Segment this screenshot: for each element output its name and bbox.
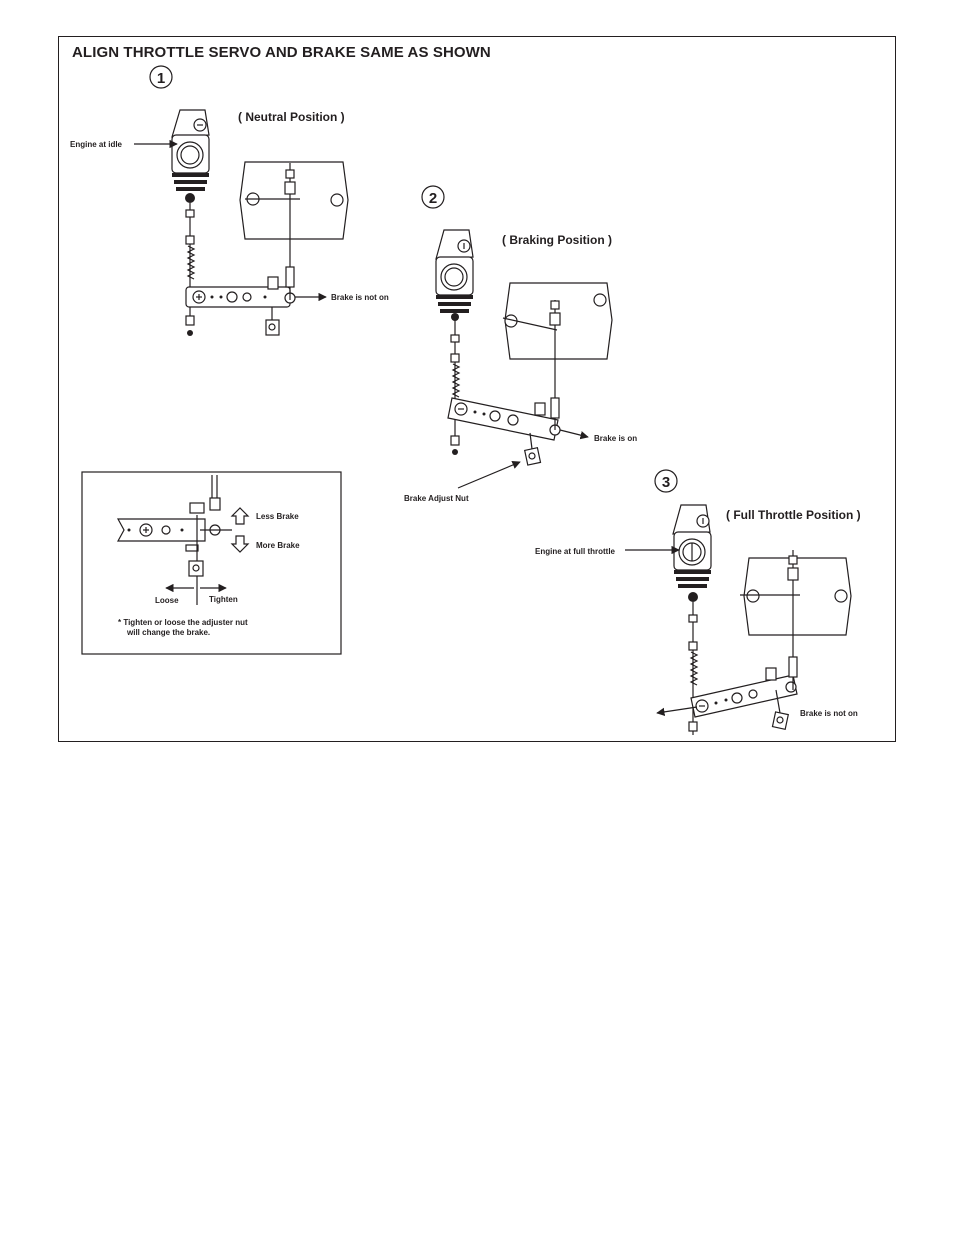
engine-idle-label: Engine at idle bbox=[70, 140, 123, 149]
brake-unit-1 bbox=[239, 161, 349, 300]
carburetor-3 bbox=[672, 504, 712, 602]
step-2-group: 2 ( Braking Position ) bbox=[404, 185, 637, 503]
step-1-caption: ( Neutral Position ) bbox=[238, 110, 345, 124]
carburetor-2 bbox=[435, 229, 474, 321]
servo-arm-1 bbox=[185, 276, 296, 336]
step-3-caption: ( Full Throttle Position ) bbox=[726, 508, 861, 522]
diagram-frame bbox=[58, 36, 896, 742]
step-1-number: 1 bbox=[157, 70, 165, 87]
less-brake-label: Less Brake bbox=[256, 512, 299, 521]
inset-note-line-1: * Tighten or loose the adjuster nut bbox=[118, 618, 248, 627]
brake-unit-2 bbox=[502, 282, 613, 430]
step-3-number: 3 bbox=[662, 474, 670, 491]
throttle-linkage-1 bbox=[185, 203, 196, 336]
brake-not-on-label-3: Brake is not on bbox=[800, 709, 858, 718]
step-3-circle bbox=[654, 469, 678, 493]
page-title: ALIGN THROTTLE SERVO AND BRAKE SAME AS S… bbox=[72, 44, 491, 61]
inset-note-line-2: will change the brake. bbox=[126, 628, 210, 637]
brake-not-on-label-1: Brake is not on bbox=[331, 293, 389, 302]
brake-on-label: Brake is on bbox=[594, 434, 637, 443]
step-2-circle bbox=[421, 185, 445, 209]
step-3-group: 3 ( Full Throttle Position ) bbox=[535, 469, 861, 735]
servo-arm-3 bbox=[690, 667, 798, 730]
brake-adjust-nut-label: Brake Adjust Nut bbox=[404, 494, 469, 503]
step-2-number: 2 bbox=[429, 190, 437, 207]
throttle-linkage-2 bbox=[450, 320, 461, 455]
servo-arm-2 bbox=[447, 397, 561, 466]
more-brake-label: More Brake bbox=[256, 541, 300, 550]
step-1-circle bbox=[149, 65, 173, 89]
step-2-caption: ( Braking Position ) bbox=[502, 233, 612, 247]
loose-label: Loose bbox=[155, 596, 179, 605]
carburetor-1 bbox=[171, 109, 210, 203]
adjustment-inset: Less Brake More Brake Loose Tighten * Ti… bbox=[81, 471, 342, 655]
throttle-linkage-3 bbox=[688, 602, 699, 735]
brake-unit-3 bbox=[740, 550, 852, 690]
engine-full-throttle-label: Engine at full throttle bbox=[535, 547, 616, 556]
step-1-group: 1 ( Neutral Position ) bbox=[70, 65, 389, 336]
inset-box bbox=[81, 471, 342, 655]
tighten-label: Tighten bbox=[209, 595, 238, 604]
